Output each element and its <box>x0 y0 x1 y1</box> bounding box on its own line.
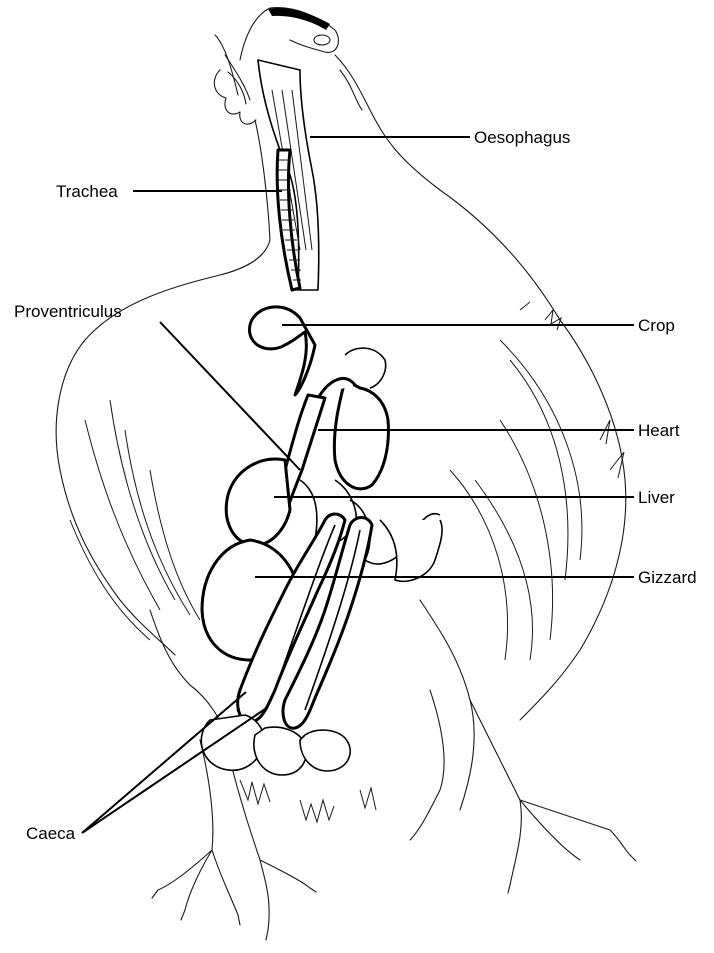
label-liver: Liver <box>638 488 675 507</box>
label-heart: Heart <box>638 421 680 440</box>
crop-organ <box>250 307 315 395</box>
liver-organ <box>226 459 290 545</box>
heart-organ <box>334 380 388 489</box>
label-gizzard: Gizzard <box>638 568 697 587</box>
label-trachea: Trachea <box>56 182 118 201</box>
label-oesophagus: Oesophagus <box>474 128 570 147</box>
internal-organs <box>201 60 442 775</box>
label-caeca: Caeca <box>26 824 76 843</box>
label-crop: Crop <box>638 316 675 335</box>
label-proventriculus: Proventriculus <box>14 302 122 321</box>
